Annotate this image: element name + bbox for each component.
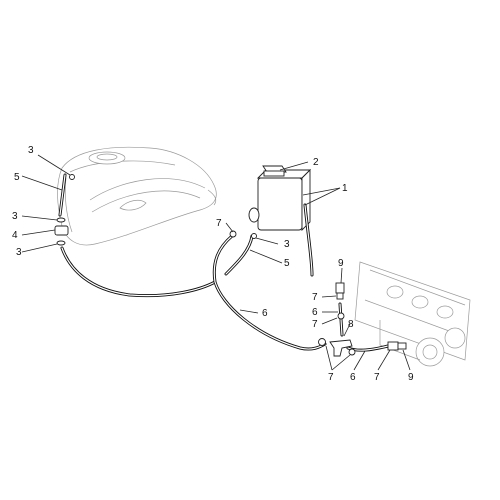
engine-intake — [354, 261, 471, 367]
callout-9: 9 — [408, 372, 414, 383]
callout-6: 6 — [350, 372, 356, 383]
callout-2: 2 — [313, 157, 319, 168]
callout-7: 7 — [374, 372, 380, 383]
callout-4: 4 — [12, 230, 18, 241]
fuel-tank — [57, 146, 217, 246]
callout-8: 8 — [348, 319, 354, 330]
callout-1: 1 — [342, 183, 348, 194]
leader-lines — [21, 154, 411, 371]
callout-5: 5 — [14, 172, 20, 183]
callout-5: 5 — [284, 258, 290, 269]
hoses — [58, 173, 390, 352]
canister — [248, 165, 312, 232]
callout-6: 6 — [262, 308, 268, 319]
callout-6: 6 — [312, 307, 318, 318]
fittings — [54, 174, 407, 357]
callout-3: 3 — [28, 145, 34, 156]
callout-7: 7 — [328, 372, 334, 383]
callout-3: 3 — [284, 239, 290, 250]
callout-7: 7 — [312, 292, 318, 303]
callout-3: 3 — [16, 247, 22, 258]
callout-7: 7 — [312, 319, 318, 330]
callout-3: 3 — [12, 211, 18, 222]
callout-9: 9 — [338, 258, 344, 269]
callout-7: 7 — [216, 218, 222, 229]
callouts: 3 5 3 4 3 2 1 7 3 5 6 9 7 6 7 8 7 6 7 9 — [12, 145, 414, 383]
